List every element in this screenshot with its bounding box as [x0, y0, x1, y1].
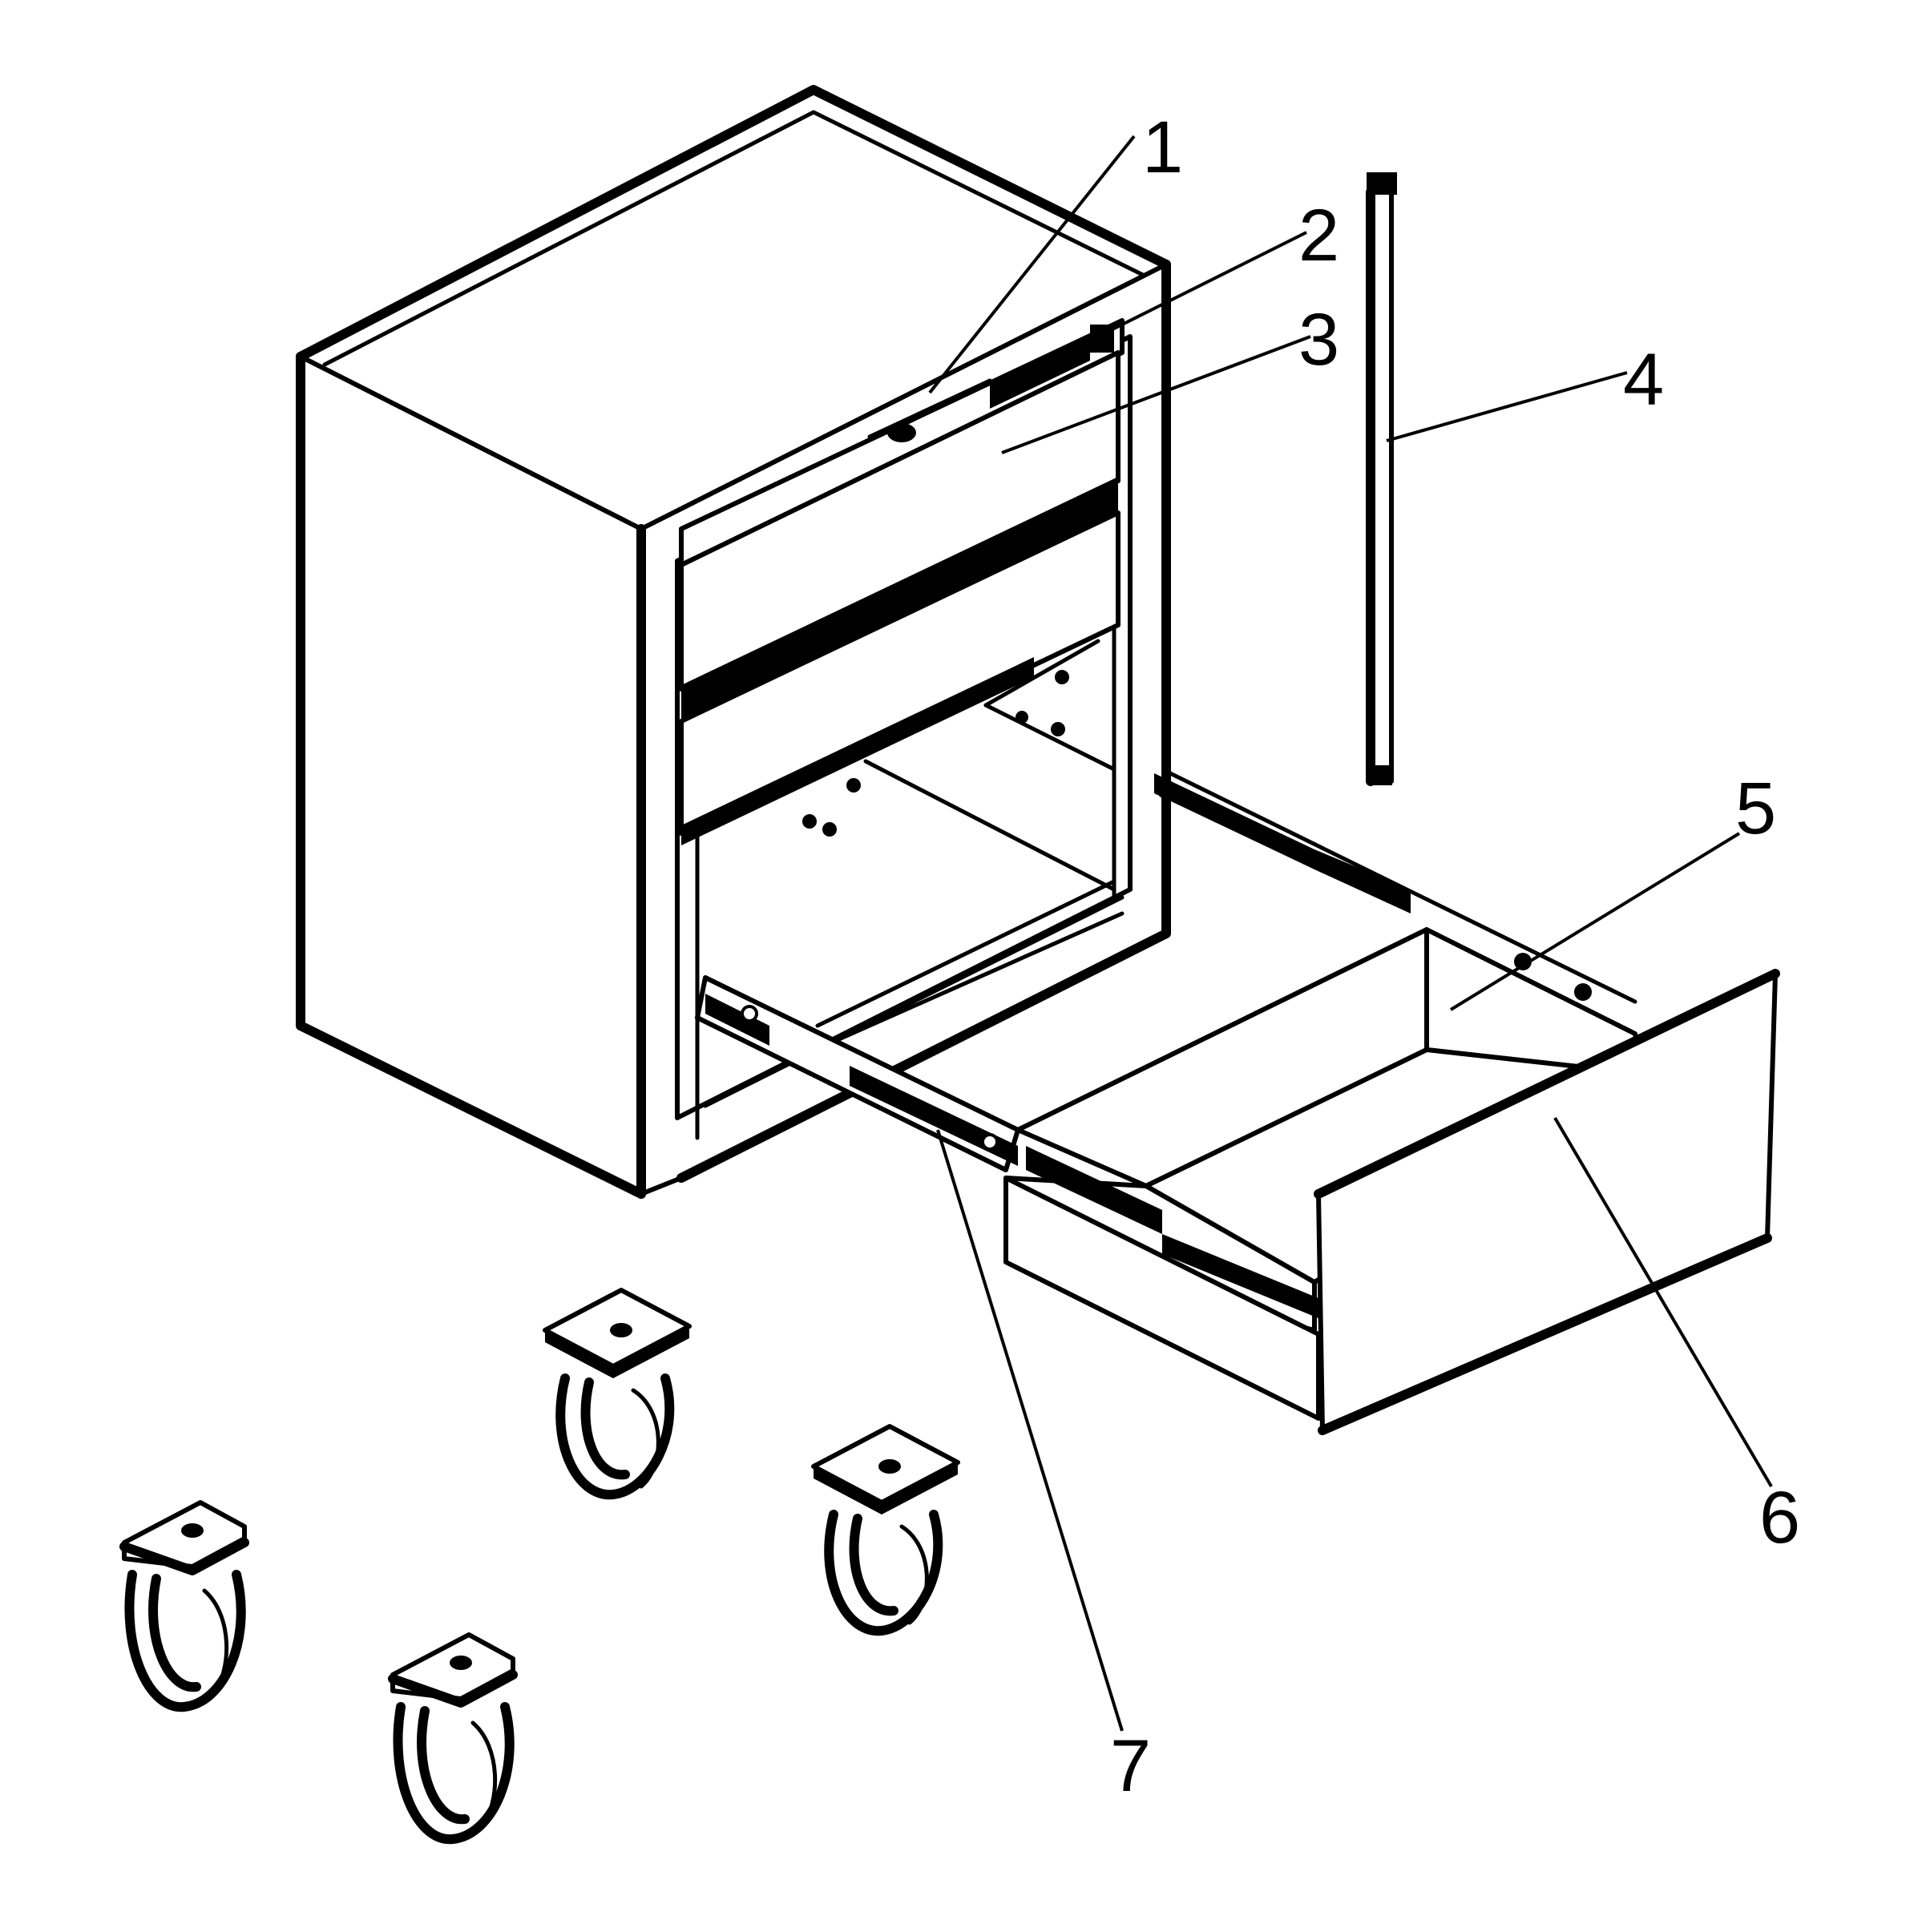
leader-lines	[928, 135, 1773, 1732]
callout-6: 6	[1759, 1477, 1800, 1559]
middle-rail-band	[681, 477, 1118, 721]
lock-bar	[1366, 172, 1397, 786]
drawer-slide-right	[1154, 773, 1314, 869]
lock-bar-top-cap	[1367, 172, 1397, 195]
callout-5: 5	[1735, 768, 1776, 849]
drawer-slide-left	[1026, 1146, 1162, 1234]
callout-1: 1	[1142, 107, 1183, 188]
caster-2	[811, 1424, 960, 1636]
callout-4: 4	[1623, 339, 1664, 421]
top-rail-bracket	[990, 337, 1090, 409]
caster-3	[119, 1500, 249, 1712]
lock-bar-bottom-cap	[1368, 765, 1392, 785]
leader-7	[936, 1129, 1124, 1732]
leader-5	[1449, 832, 1741, 1011]
callout-3: 3	[1298, 299, 1339, 381]
leader-4	[1386, 371, 1628, 442]
top-rail-screw	[887, 423, 916, 442]
caster-4	[388, 1632, 518, 1845]
cabinet-slide-rail	[695, 975, 1020, 1172]
callout-2: 2	[1298, 195, 1339, 276]
leader-6	[1553, 1116, 1773, 1488]
drawer-front-panel	[679, 350, 1120, 845]
callout-7: 7	[1110, 1725, 1151, 1807]
leader-3	[1001, 335, 1311, 454]
top-rail-assembly	[679, 318, 1125, 567]
drawer	[1003, 771, 1780, 1435]
caster-1	[543, 1288, 692, 1500]
leader-2	[1105, 231, 1307, 334]
leader-1	[928, 135, 1136, 394]
callout-labels: 1 2 3 4 5 6 7	[1110, 107, 1800, 1807]
lower-rail-band	[681, 657, 1034, 845]
